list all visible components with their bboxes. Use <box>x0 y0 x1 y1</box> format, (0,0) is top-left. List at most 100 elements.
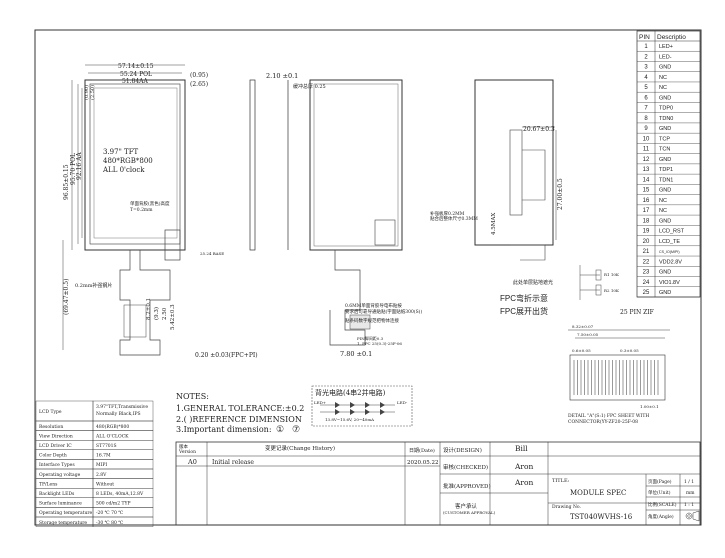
pin-desc: GND <box>659 188 671 194</box>
backlight-circuit: 背光电路(4串2并电路) LED+ LED- 13.8V~15.6V, 20~4… <box>311 385 413 427</box>
pin-number: 15 <box>643 188 650 194</box>
spec-key: Backlight LEDs <box>39 491 75 497</box>
bottom-dim-2: 2.50 <box>162 307 168 320</box>
led-icon <box>365 402 370 408</box>
connector-title: 25 PIN ZIF <box>620 309 654 316</box>
pin-desc: VIO1.8V <box>659 280 680 286</box>
conn-dim-2: 0.6±0.05 <box>572 348 591 353</box>
pin-desc: NC <box>659 75 667 81</box>
pin-number: 17 <box>643 208 650 214</box>
spec-value: MIPI <box>96 462 107 468</box>
pin-desc: GND <box>659 157 671 163</box>
led-icon <box>365 409 370 415</box>
led-icon <box>335 402 340 408</box>
pin-number: 10 <box>643 136 650 142</box>
side-view: 2.10 ±0.1 缓冲总厚 0.25 <box>249 72 326 251</box>
bottom-dim-3: 5.42±0.3 <box>170 304 176 330</box>
notes-header: NOTES: <box>176 392 209 401</box>
spec-key: Operating voltage <box>39 472 81 478</box>
pin-desc: GND <box>659 270 671 276</box>
pin-desc: TDP0 <box>659 106 673 112</box>
conn-dim-1: 7.50±0.05 <box>577 332 599 337</box>
pin-number: 7 <box>644 106 648 112</box>
pin-number: 13 <box>643 167 650 173</box>
rev-date: 2020.05.22 <box>407 460 439 466</box>
pin-desc: LED- <box>659 54 672 60</box>
pin-desc: CS_IO(MIPI) <box>659 250 680 254</box>
spec-key: Color Depth <box>39 453 67 459</box>
drawing-label: Drawing No. <box>552 504 582 510</box>
approve-name: Aron <box>514 478 534 487</box>
led-icon <box>335 409 340 415</box>
spec-value: 480(RGB)*800 <box>96 423 129 430</box>
pin-number: 4 <box>644 75 648 81</box>
pin-number: 18 <box>643 218 650 224</box>
spec-value: 3.97"TFT,Transmissive <box>96 404 148 410</box>
pin-number: 16 <box>643 198 650 204</box>
pin-number: 1 <box>644 44 648 50</box>
sch-label-0: R1 10K <box>604 272 620 277</box>
pin-desc: TCN <box>659 147 670 153</box>
spec-key: LCD Driver IC <box>39 443 72 449</box>
conn-dim-0: 8.32±0.07 <box>572 324 594 329</box>
lcd-outline <box>84 79 186 251</box>
bottom-dim-1: (9.3) <box>153 307 160 320</box>
stiff-note: 7.80 ±0.1 <box>340 350 372 358</box>
notes-mark-0: ① <box>276 425 284 435</box>
rev-h-date: 日期(Date) <box>409 447 435 454</box>
pin-header-desc: Descriptio <box>657 34 686 41</box>
led-icon <box>380 402 385 408</box>
rev-h-history: 变更记录(Change History) <box>265 444 335 452</box>
unit-label: 单位(Unit) <box>648 489 671 496</box>
side-note: 缓冲总厚 0.25 <box>293 83 326 90</box>
side-thickness: 2.10 ±0.1 <box>266 72 298 80</box>
unit-val: mm <box>686 491 695 496</box>
spec-key: View Direction <box>38 433 73 439</box>
circuit-label-0: LED+ <box>314 400 326 405</box>
rev-history: Initial release <box>212 459 254 466</box>
approve-label: 批准(APPROVED) <box>443 482 491 490</box>
spec-value: Normally Black,IPS <box>96 411 141 417</box>
circuit-label-1: LED- <box>397 400 408 405</box>
spec-value: -30 ℃ 80 ℃ <box>96 520 123 526</box>
center-text-0: 3.97" TFT <box>103 148 139 156</box>
spec-key: Resolution <box>39 424 63 430</box>
dim-left-4: 92.16 AA <box>76 152 83 180</box>
notes-item-1: 2.( )REFERENCE DIMENSION <box>176 415 302 424</box>
spec-value: 8 LEDs, 40mA,12.8V <box>96 491 144 497</box>
center-text-2: ALL 0'clock <box>102 166 145 174</box>
bottom-note: 0.20 ±0.03(FPC+PI) <box>195 352 258 359</box>
pin-desc: GND <box>659 126 671 132</box>
pin-desc: NC <box>659 85 667 91</box>
front-view: 57.14±0.15 55.24 POL 51.84AA (0.95) (2.6… <box>62 63 258 359</box>
pin-number: 23 <box>643 270 650 276</box>
spec-key: LCD Type <box>39 409 62 415</box>
pin-number: 22 <box>643 259 650 265</box>
notes: NOTES: 1.GENERAL TOLERANCE:±0.2 2.( )REF… <box>176 392 304 435</box>
pin-desc: NC <box>659 198 667 204</box>
fpc-note: 此处单层贴地遮光 <box>513 279 553 286</box>
led-icon <box>350 402 355 408</box>
back-view: 0.6MM单面背胶导电布贴按要求后可靠导通贴贴(字面贴纸300(S)) 贴条码数… <box>309 79 422 358</box>
page-label: 页面(Page) <box>648 478 672 485</box>
pin-desc: LED+ <box>659 44 673 50</box>
fpc-bend: FPC弯折示意 <box>500 293 548 303</box>
drawing-no: TST040WVHS-16 <box>570 513 633 521</box>
notes-item-2: 3.Important dimension: <box>176 425 272 434</box>
page-val: 1 / 1 <box>684 479 694 485</box>
spec-value: -20 ℃ 70 ℃ <box>96 510 123 516</box>
dim-top-1: 55.24 POL <box>120 71 152 78</box>
pin-number: 25 <box>643 290 650 296</box>
back-dim-max: 4.5MAX <box>491 213 497 235</box>
dim-top-2: 51.84AA <box>122 78 149 85</box>
notes-mark-1: ⑦ <box>292 425 300 435</box>
spec-key: Interface Types <box>39 462 75 468</box>
pin-desc: TDN1 <box>659 177 673 183</box>
pin-number: 8 <box>644 116 648 122</box>
